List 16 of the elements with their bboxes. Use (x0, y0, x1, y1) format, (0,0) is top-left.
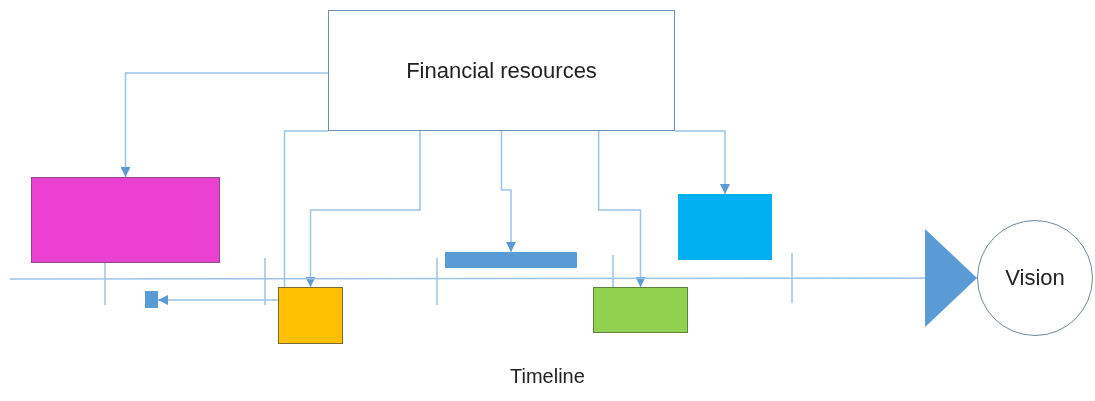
arrow (597, 130, 646, 288)
color-block (678, 194, 772, 260)
color-bar (445, 252, 577, 268)
arrow (120, 72, 329, 178)
small-square (145, 291, 158, 308)
color-block (31, 177, 220, 263)
text-box: Financial resources (328, 10, 675, 131)
axis-label: Timeline (510, 365, 585, 388)
arrow (500, 130, 516, 253)
color-block (593, 287, 688, 333)
arrow (674, 130, 730, 195)
arrow (305, 130, 421, 288)
circle-node: Vision (977, 220, 1093, 336)
arrow (157, 295, 279, 305)
timeline-arrow (9, 229, 978, 328)
color-block (278, 287, 343, 344)
